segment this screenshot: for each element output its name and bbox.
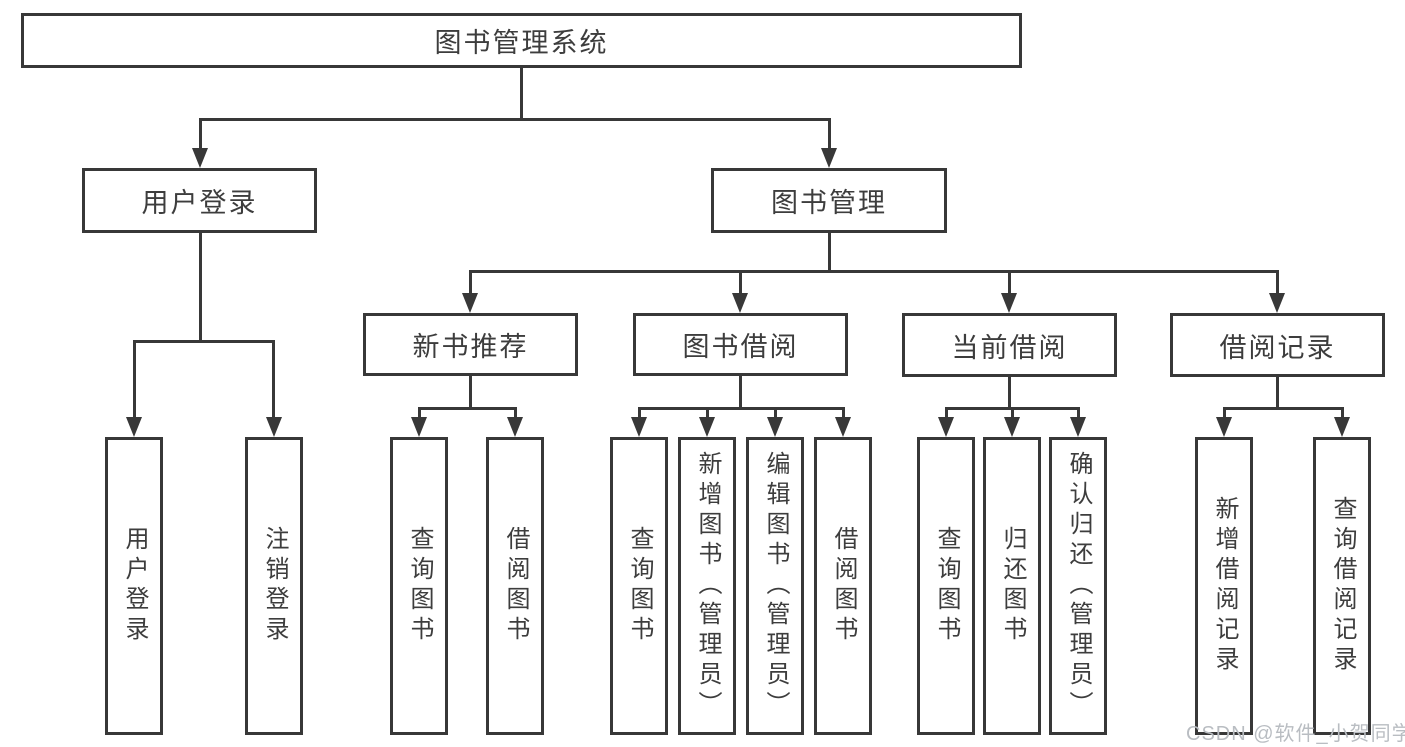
node-library-management-system: 图书管理系统: [21, 13, 1022, 68]
connector-line: [514, 410, 517, 421]
connector-line: [199, 118, 831, 121]
leaf-label: 查询图书: [933, 526, 960, 646]
node-borrowing-records: 借阅记录: [1170, 313, 1385, 377]
connector-line: [272, 343, 275, 421]
leaf-borrow-book: 借阅图书: [814, 437, 872, 735]
connector-line: [199, 233, 202, 340]
leaf-return-book: 归还图书: [983, 437, 1041, 735]
connector-line: [1276, 377, 1279, 407]
arrow-down-icon: [411, 417, 427, 437]
leaf-query-books-current: 查询图书: [917, 437, 975, 735]
connector-line: [842, 410, 845, 421]
connector-line: [199, 121, 202, 151]
connector-line: [418, 407, 517, 410]
arrow-down-icon: [1004, 417, 1020, 437]
leaf-label: 借阅图书: [830, 526, 857, 646]
arrow-down-icon: [266, 417, 282, 437]
arrow-down-icon: [1001, 293, 1017, 313]
node-label: 借阅记录: [1219, 332, 1336, 363]
connector-line: [774, 410, 777, 421]
leaf-user-login: 用户登录: [105, 437, 163, 735]
leaf-query-borrow-record: 查询借阅记录: [1313, 437, 1371, 735]
leaf-label: 借阅图书: [502, 526, 529, 646]
connector-line: [739, 273, 742, 295]
arrow-down-icon: [462, 293, 478, 313]
connector-line: [133, 340, 275, 343]
node-book-borrowing: 图书借阅: [633, 313, 848, 376]
node-new-book-recommend: 新书推荐: [363, 313, 578, 376]
connector-line: [418, 410, 421, 421]
leaf-logout: 注销登录: [245, 437, 303, 735]
node-label: 用户登录: [141, 188, 258, 218]
arrow-down-icon: [1070, 417, 1086, 437]
connector-line: [706, 410, 709, 421]
leaf-label: 注销登录: [261, 526, 288, 646]
leaf-add-book-admin: 新增图书（管理员）: [678, 437, 736, 735]
arrow-down-icon: [938, 417, 954, 437]
connector-line: [1223, 407, 1344, 410]
connector-line: [1276, 273, 1279, 295]
arrow-down-icon: [507, 417, 523, 437]
leaf-label: 归还图书: [999, 526, 1026, 646]
connector-line: [945, 410, 948, 421]
connector-line: [133, 343, 136, 421]
connector-line: [469, 273, 472, 295]
connector-line: [520, 68, 523, 118]
connector-line: [1008, 377, 1011, 407]
node-label: 图书管理: [771, 188, 887, 218]
arrow-down-icon: [1216, 417, 1232, 437]
node-book-management: 图书管理: [711, 168, 947, 233]
connector-line: [1011, 410, 1014, 421]
leaf-label: 查询借阅记录: [1329, 496, 1356, 676]
arrow-down-icon: [821, 148, 837, 168]
leaf-label: 查询图书: [626, 526, 653, 646]
connector-line: [945, 407, 1080, 410]
arrow-down-icon: [732, 293, 748, 313]
leaf-label: 用户登录: [121, 526, 148, 646]
arrow-down-icon: [631, 417, 647, 437]
connector-line: [1008, 273, 1011, 295]
arrow-down-icon: [767, 417, 783, 437]
leaf-add-borrow-record: 新增借阅记录: [1195, 437, 1253, 735]
leaf-query-books-borrow: 查询图书: [610, 437, 668, 735]
leaf-label: 查询图书: [406, 526, 433, 646]
connector-line: [1341, 410, 1344, 421]
leaf-confirm-return-admin: 确认归还（管理员）: [1049, 437, 1107, 735]
node-label: 当前借阅: [951, 332, 1068, 363]
arrow-down-icon: [835, 417, 851, 437]
node-label: 图书借阅: [682, 332, 799, 362]
connector-line: [828, 233, 831, 270]
node-label: 图书管理系统: [434, 28, 609, 58]
leaf-label: 编辑图书（管理员）: [762, 451, 789, 721]
connector-line: [638, 407, 845, 410]
arrow-down-icon: [699, 417, 715, 437]
arrow-down-icon: [1269, 293, 1285, 313]
arrow-down-icon: [126, 417, 142, 437]
leaf-edit-book-admin: 编辑图书（管理员）: [746, 437, 804, 735]
connector-line: [1077, 410, 1080, 421]
leaf-label: 新增借阅记录: [1211, 496, 1238, 676]
leaf-label: 确认归还（管理员）: [1065, 451, 1092, 721]
node-current-borrowing: 当前借阅: [902, 313, 1117, 377]
connector-line: [1223, 410, 1226, 421]
arrow-down-icon: [1334, 417, 1350, 437]
arrow-down-icon: [192, 148, 208, 168]
leaf-query-books-recommend: 查询图书: [390, 437, 448, 735]
leaf-borrow-books-recommend: 借阅图书: [486, 437, 544, 735]
node-user-login: 用户登录: [82, 168, 317, 233]
connector-line: [638, 410, 641, 421]
connector-line: [828, 121, 831, 151]
connector-line: [469, 270, 1279, 273]
connector-line: [739, 376, 742, 407]
watermark: CSDN @软件_小贺同学: [1186, 723, 1405, 745]
node-label: 新书推荐: [412, 332, 529, 362]
leaf-label: 新增图书（管理员）: [694, 451, 721, 721]
connector-line: [469, 376, 472, 407]
